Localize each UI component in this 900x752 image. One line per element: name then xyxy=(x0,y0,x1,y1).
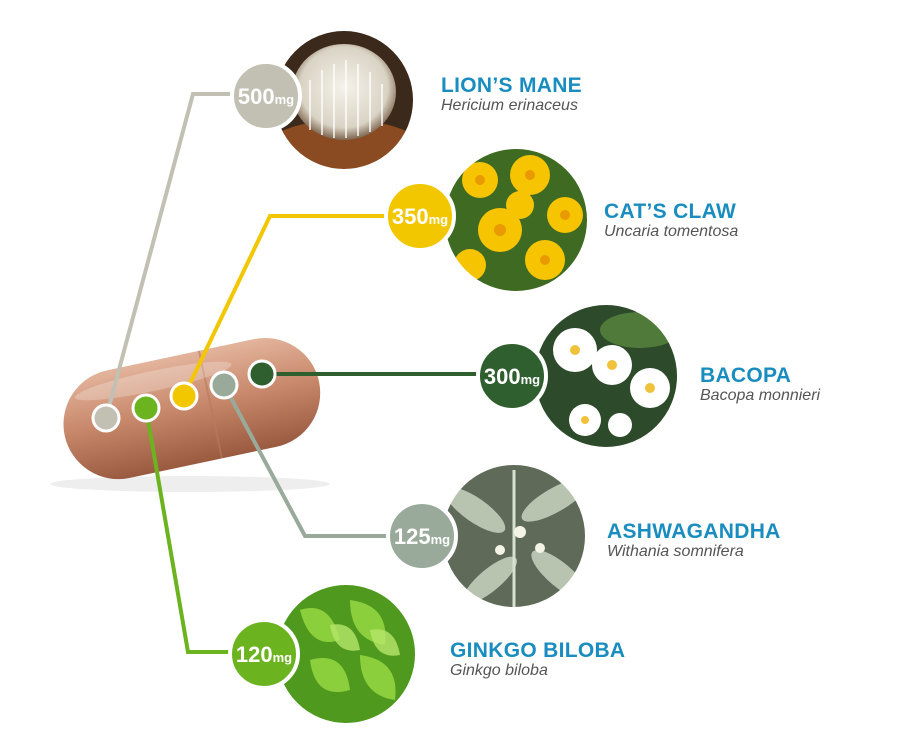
dot-cats-claw xyxy=(169,381,199,411)
ingredient-latin-bacopa: Bacopa monnieri xyxy=(700,387,821,404)
ingredient-latin-ashwagandha: Withania somnifera xyxy=(607,543,744,560)
dot-bacopa xyxy=(247,359,277,389)
ingredient-name-cats-claw: CAT’S CLAW xyxy=(604,200,737,223)
svg-text:300mg: 300mg xyxy=(484,364,540,389)
ingredient-name-lions-mane: LION’S MANE xyxy=(441,74,582,97)
ingredient-latin-lions-mane: Hericium erinaceus xyxy=(441,97,578,114)
dose-badge-cats-claw: 350mg xyxy=(384,180,456,252)
ingredient-name-ginkgo: GINKGO BILOBA xyxy=(450,639,626,662)
dose-badge-ashwagandha: 125mg xyxy=(386,500,458,572)
ingredient-name-bacopa: BACOPA xyxy=(700,364,792,387)
dot-lions-mane xyxy=(91,403,121,433)
ingredient-latin-ginkgo: Ginkgo biloba xyxy=(450,662,548,679)
dose-badge-ginkgo: 120mg xyxy=(228,618,300,690)
svg-text:125mg: 125mg xyxy=(394,524,450,549)
dose-badge-bacopa: 300mg xyxy=(476,340,548,412)
dot-ginkgo xyxy=(131,393,161,423)
svg-text:350mg: 350mg xyxy=(392,204,448,229)
yellow-flowers-photo xyxy=(444,148,588,292)
connector-ashwagandha xyxy=(222,384,420,538)
ingredient-latin-cats-claw: Uncaria tomentosa xyxy=(604,223,739,240)
dot-ashwagandha xyxy=(209,370,239,400)
svg-text:120mg: 120mg xyxy=(236,642,292,667)
dose-badge-lions-mane: 500mg xyxy=(230,60,302,132)
ingredient-name-ashwagandha: ASHWAGANDHA xyxy=(607,520,781,543)
svg-text:500mg: 500mg xyxy=(238,84,294,109)
capsule xyxy=(50,337,330,492)
connector-cats-claw xyxy=(182,214,420,397)
